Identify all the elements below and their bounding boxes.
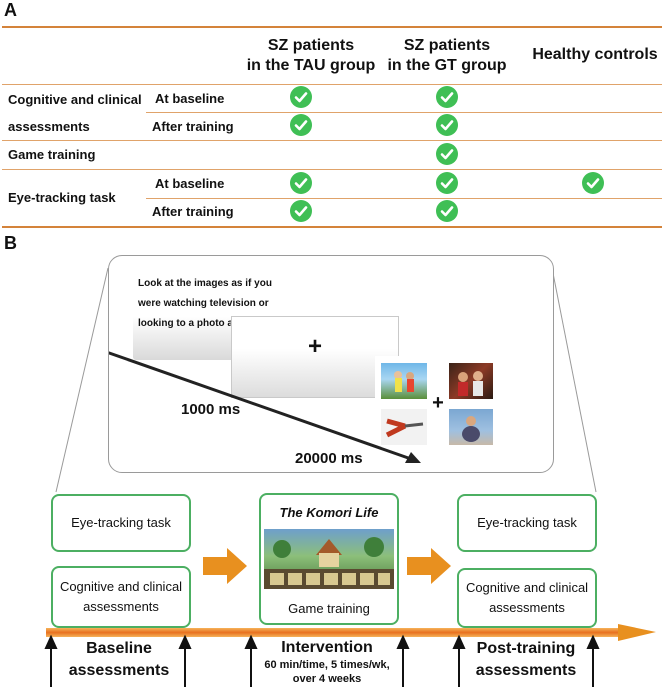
instruction-text: Look at the images as if you were watchi… [138, 274, 272, 334]
duration-label-20000: 20000 ms [295, 450, 363, 467]
timeline-baseline-line1: Baseline [86, 640, 152, 657]
pliers-icon [385, 418, 424, 438]
box-eye-tracking-baseline-label: Eye-tracking task [71, 515, 171, 530]
timeline-intervention-sub2: over 4 weeks [292, 673, 362, 685]
timeline-baseline-label: Baseline assessments [58, 638, 180, 682]
box-cognitive-baseline: Cognitive and clinical assessments [51, 566, 191, 628]
check-circle-icon [436, 114, 458, 136]
column-header-hc: Healthy controls [524, 45, 666, 65]
arrow-intervention-to-post [407, 548, 451, 584]
timeline-post-line2: assessments [475, 662, 577, 679]
box-game-training: The Komori Life Game training [259, 493, 399, 625]
check-circle-icon [436, 172, 458, 194]
row-rule-3 [2, 169, 662, 170]
arrow-baseline-to-intervention [203, 548, 247, 584]
row-cognitive-after: After training [152, 119, 234, 134]
game-screenshot [264, 529, 394, 589]
fixation-screen: + [231, 316, 399, 398]
timeline-intervention-label: Intervention 60 min/time, 5 times/wk, ov… [254, 638, 400, 686]
timeline-post-line1: Post-training [476, 640, 576, 657]
box-cognitive-post-line2: assessments [489, 600, 565, 615]
child-figure-icon [462, 416, 480, 442]
box-cognitive-baseline-line1: Cognitive and clinical [59, 579, 183, 594]
row-group-eye: Eye-tracking task [8, 190, 116, 205]
box-eye-tracking-baseline: Eye-tracking task [51, 494, 191, 552]
table-top-rule [2, 26, 662, 28]
instruction-line-3: looking to a photo album. [138, 318, 260, 329]
box-eye-tracking-post: Eye-tracking task [457, 494, 597, 552]
row-cognitive-baseline: At baseline [155, 91, 225, 106]
column-header-tau: SZ patients in the TAU group [232, 36, 390, 76]
timeline-up-arrows [44, 634, 600, 687]
row-group-cognitive: Cognitive and clinical assessments [8, 86, 142, 140]
check-circle-icon [290, 86, 312, 108]
column-header-gt: SZ patients in the GT group [372, 36, 522, 76]
check-circle-icon [436, 86, 458, 108]
row-rule-1 [146, 112, 662, 113]
timeline-intervention-sub1: 60 min/time, 5 times/wk, [264, 659, 390, 671]
box-cognitive-post-line1: Cognitive and clinical [465, 580, 589, 595]
people-figures-icon [458, 371, 483, 396]
row-group-cognitive-line2: assessments [8, 119, 90, 134]
fixation-cross: + [307, 333, 322, 360]
row-rule-4 [146, 198, 662, 199]
fixation-cross-small: + [432, 392, 444, 414]
photo-children-thumbnail [381, 363, 427, 399]
time-arrow [109, 351, 421, 463]
column-header-tau-line1: SZ patients [267, 37, 355, 54]
column-header-hc-line1: Healthy controls [532, 46, 658, 63]
check-circle-icon [436, 200, 458, 222]
check-circle-icon [290, 200, 312, 222]
check-circle-icon [436, 143, 458, 165]
instruction-line-1: Look at the images as if you [138, 278, 272, 289]
duration-label-1000: 1000 ms [181, 401, 241, 418]
photo-people-thumbnail [449, 363, 493, 399]
check-circle-icon [582, 172, 604, 194]
check-circle-icon [290, 172, 312, 194]
column-header-tau-line2: in the TAU group [246, 57, 376, 74]
panel-a-label: A [4, 0, 17, 20]
image-array-screen: + [375, 356, 495, 450]
check-circle-icon [290, 114, 312, 136]
box-cognitive-baseline-line2: assessments [83, 599, 159, 614]
instruction-line-2: were watching television or [138, 298, 269, 309]
game-title: The Komori Life [279, 505, 379, 520]
game-training-label: Game training [288, 601, 370, 616]
panel-b-label: B [4, 233, 17, 253]
row-rule-2 [2, 140, 662, 141]
column-header-gt-line2: in the GT group [387, 57, 507, 74]
box-eye-tracking-post-label: Eye-tracking task [477, 515, 577, 530]
table-header-rule [2, 84, 662, 85]
timeline-post-label: Post-training assessments [463, 638, 589, 682]
timeline-baseline-line2: assessments [68, 662, 170, 679]
row-eye-baseline: At baseline [155, 176, 225, 191]
game-scene-icon [264, 537, 394, 589]
row-game-training: Game training [8, 147, 96, 162]
stimulus-sequence-panel: Look at the images as if you were watchi… [108, 255, 554, 473]
row-eye-after: After training [152, 204, 234, 219]
timeline-intervention-title: Intervention [281, 639, 373, 656]
children-figures-icon [394, 371, 414, 392]
table-bottom-rule [2, 226, 662, 228]
photo-child-thumbnail [449, 409, 493, 445]
box-cognitive-post: Cognitive and clinical assessments [457, 568, 597, 628]
column-header-gt-line1: SZ patients [403, 37, 491, 54]
photo-pliers-thumbnail [381, 409, 427, 445]
row-group-cognitive-line1: Cognitive and clinical [8, 92, 142, 107]
